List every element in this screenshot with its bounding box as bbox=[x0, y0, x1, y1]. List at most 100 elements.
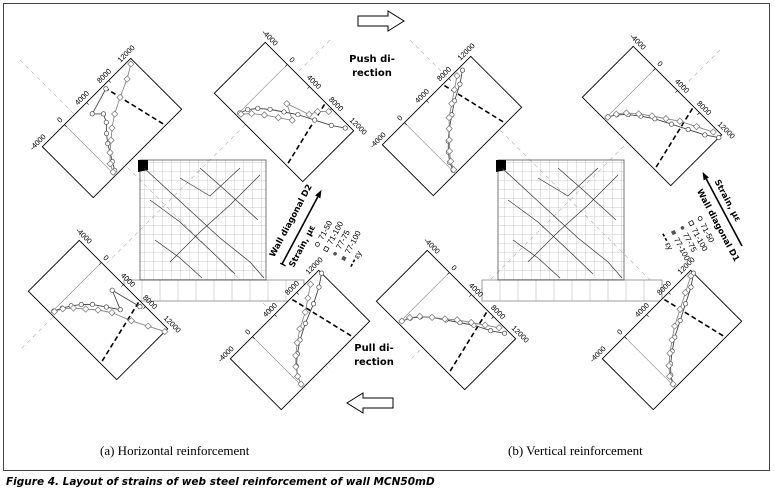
wall-b-web bbox=[497, 159, 625, 281]
wall-a bbox=[123, 159, 305, 302]
tick-mark-0 bbox=[630, 46, 634, 49]
tick-mark-1 bbox=[447, 272, 450, 275]
tick-mark-3 bbox=[296, 292, 299, 295]
wall-a-crack-4 bbox=[154, 239, 203, 279]
point-71-100-3 bbox=[671, 322, 679, 330]
yield-strain-line bbox=[655, 107, 694, 169]
tick-mark-1 bbox=[99, 262, 102, 265]
figure-frame bbox=[3, 3, 770, 471]
yield-strain-line bbox=[103, 86, 165, 125]
point-71-100-4 bbox=[94, 306, 102, 314]
tick-mark-0 bbox=[382, 144, 385, 148]
point-71-100-7 bbox=[666, 372, 674, 380]
point-71-100-8 bbox=[669, 380, 677, 388]
point-71-100-0 bbox=[495, 324, 503, 332]
point-71-100-7 bbox=[59, 305, 67, 313]
zero-line bbox=[398, 272, 450, 324]
point-71-50-4 bbox=[89, 301, 96, 308]
point-71-100-1 bbox=[123, 75, 131, 83]
tick-mark-3 bbox=[697, 112, 700, 115]
point-71-50-5 bbox=[78, 302, 84, 308]
point-71-100-4 bbox=[288, 116, 296, 124]
point-71-100-3 bbox=[296, 325, 304, 333]
point-71-100-5 bbox=[82, 305, 90, 313]
point-71-50-2 bbox=[682, 301, 689, 307]
point-71-100-2 bbox=[301, 308, 309, 316]
yield-strain-line bbox=[449, 311, 488, 373]
zero-line bbox=[50, 262, 102, 314]
point-71-100-8 bbox=[604, 113, 612, 121]
pull-direction-line1: Pull di- bbox=[354, 343, 394, 354]
zero-line bbox=[236, 64, 288, 116]
point-71-50-0 bbox=[716, 135, 722, 141]
legend-b-arrow-icon bbox=[702, 171, 709, 181]
point-71-50-3 bbox=[677, 317, 683, 324]
point-71-100-0 bbox=[709, 128, 717, 136]
walls bbox=[123, 159, 663, 302]
tick-mark-0 bbox=[262, 42, 266, 45]
point-71-50-4 bbox=[103, 130, 110, 137]
legend-a-marker-77-100 bbox=[341, 255, 347, 262]
legend-b-marker-77-75 bbox=[680, 226, 685, 230]
legend-a-marker-ey bbox=[350, 259, 356, 268]
point-71-50-1 bbox=[316, 284, 322, 290]
legend-a-marker-71-100 bbox=[323, 245, 330, 253]
tick-mark-1 bbox=[653, 68, 656, 71]
point-71-100-6 bbox=[622, 109, 630, 117]
legend-a-arrow-icon bbox=[315, 189, 322, 199]
wall-b-crack-2 bbox=[557, 167, 617, 221]
point-71-100-2 bbox=[127, 317, 136, 325]
legend-b-marker-71-100 bbox=[688, 219, 695, 227]
point-71-50-7 bbox=[245, 107, 251, 113]
yield-strain-line bbox=[101, 301, 140, 363]
point-71-100-7 bbox=[612, 110, 620, 118]
point-71-100-5 bbox=[428, 313, 436, 321]
point-71-50-3 bbox=[302, 320, 308, 326]
wall-b bbox=[481, 159, 663, 302]
legend-a-axis-line bbox=[281, 196, 319, 265]
point-71-50-1 bbox=[328, 122, 334, 128]
legend-a-marker-77-75 bbox=[333, 251, 337, 256]
point-71-100-2 bbox=[676, 305, 684, 313]
point-71-100-5 bbox=[635, 110, 643, 118]
tick-mark-4 bbox=[351, 130, 354, 134]
point-71-100-5 bbox=[107, 136, 115, 144]
tick-mark-3 bbox=[143, 306, 146, 309]
point-71-50-0 bbox=[319, 270, 325, 276]
wall-b-crack-5 bbox=[537, 167, 599, 197]
point-71-100-1 bbox=[304, 294, 312, 302]
point-71-100-4 bbox=[648, 112, 656, 120]
zero-line bbox=[252, 336, 304, 388]
tick-mark-1 bbox=[252, 336, 255, 339]
tick-mark-0 bbox=[76, 240, 80, 243]
point-71-100-3 bbox=[111, 110, 119, 118]
tick-mark-2 bbox=[426, 100, 429, 103]
point-71-50-0 bbox=[501, 330, 508, 336]
tick-label-1: 0 bbox=[449, 263, 458, 272]
point-71-100-2 bbox=[305, 110, 313, 119]
tick-mark-0 bbox=[42, 146, 45, 150]
point-71-100-4 bbox=[668, 336, 676, 344]
legend-a-entry-4: εy bbox=[352, 249, 364, 260]
legend-b-marker-ey bbox=[662, 233, 668, 242]
tick-mark-4 bbox=[130, 58, 134, 61]
tick-mark-3 bbox=[491, 316, 494, 319]
point-71-100-6 bbox=[416, 312, 424, 321]
point-71-100-0 bbox=[687, 272, 695, 280]
point-71-100-0 bbox=[127, 60, 135, 68]
point-71-50-1 bbox=[89, 111, 95, 117]
point-71-100-0 bbox=[325, 107, 333, 116]
tick-mark-1 bbox=[285, 64, 288, 67]
point-71-100-6 bbox=[260, 111, 269, 119]
point-71-100-3 bbox=[662, 115, 670, 123]
figure-canvas: -400004000800012000-400004000800012000-4… bbox=[19, 10, 743, 414]
tick-mark-2 bbox=[86, 102, 89, 105]
pull-arrow-icon bbox=[346, 392, 394, 414]
point-71-100-6 bbox=[106, 148, 114, 157]
tick-label-1: 0 bbox=[101, 253, 110, 262]
legend-b-marker-77-100 bbox=[670, 229, 677, 236]
point-71-50-1 bbox=[702, 132, 708, 138]
push-direction-line1: Push di- bbox=[349, 54, 395, 65]
